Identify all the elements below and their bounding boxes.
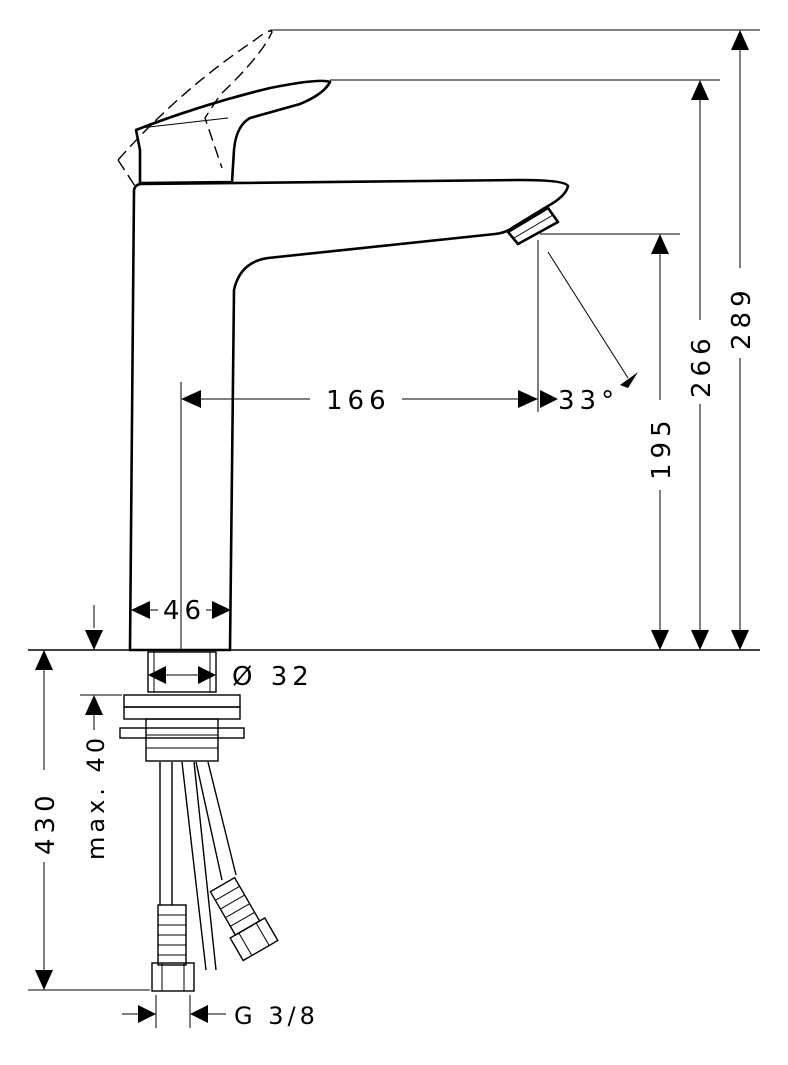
arrow-right <box>518 390 538 408</box>
arrow-down <box>731 630 749 650</box>
arrow-right <box>198 666 216 684</box>
arrow-down <box>85 630 103 650</box>
dimension-max-40: max. 40 <box>80 605 122 860</box>
shank <box>147 651 217 693</box>
hex-nut-right <box>229 917 279 962</box>
crimp-lines <box>215 885 255 927</box>
hose-right <box>195 761 237 881</box>
arrow-up <box>35 650 53 670</box>
fixing-plate <box>123 706 241 720</box>
arrow-up <box>691 80 709 100</box>
lever-edge <box>139 117 229 129</box>
crimp-body <box>209 876 261 936</box>
spray-angle-label: 33° <box>558 386 619 416</box>
hex-line <box>238 932 253 956</box>
dimension-289: 289 <box>727 30 757 650</box>
dimension-g38: G 3/8 <box>122 995 319 1030</box>
hex-line <box>255 922 270 946</box>
arrow-up <box>651 234 669 254</box>
arrow-up <box>731 30 749 50</box>
dimension-430: 430 <box>28 650 150 991</box>
arrow-down <box>35 970 53 990</box>
hose-middle <box>181 761 217 971</box>
dimension-195-label: 195 <box>647 415 677 480</box>
hex-nut-left <box>151 962 195 992</box>
dimension-195: 195 <box>647 234 677 650</box>
hose-left <box>159 762 173 905</box>
arrow-left <box>148 666 166 684</box>
crimp-fitting-right <box>209 876 279 962</box>
arrow-angle <box>540 390 558 408</box>
dimension-max-40-label: max. 40 <box>82 734 110 860</box>
arrow-down <box>691 630 709 650</box>
aerator-line <box>513 214 554 239</box>
fixing-nut <box>145 718 219 762</box>
dimension-266-label: 266 <box>687 333 717 398</box>
dimension-32: Ø 32 <box>148 662 314 692</box>
dimension-289-label: 289 <box>727 285 757 350</box>
fixing-plate <box>123 694 241 708</box>
fixing-washer <box>119 727 245 739</box>
aerator <box>506 206 560 246</box>
dimension-46-label: 46 <box>163 596 206 626</box>
arrow-right <box>212 601 231 619</box>
dimension-g38-label: G 3/8 <box>234 1002 319 1030</box>
arrow-up <box>85 695 103 715</box>
arrow-angle-tip <box>620 372 638 388</box>
spray-line <box>547 251 629 379</box>
arrow-left <box>190 1005 208 1023</box>
arrow-left <box>131 601 150 619</box>
dimension-430-label: 430 <box>31 790 61 855</box>
crimp-lines <box>158 914 186 956</box>
arrow-down <box>651 630 669 650</box>
arrow-right <box>138 1005 156 1023</box>
lever-raised-outline <box>117 30 273 187</box>
dimension-166: 166 <box>180 240 539 650</box>
dimension-32-label: Ø 32 <box>232 662 314 692</box>
mounting-assembly <box>119 651 279 992</box>
faucet-body <box>117 30 570 652</box>
dimension-46: 46 <box>131 596 231 626</box>
lever-handle <box>134 79 332 185</box>
dimension-266: 266 <box>687 80 717 650</box>
dimension-spray-angle: 33° <box>540 251 638 416</box>
arrow-left <box>181 390 201 408</box>
dimension-166-label: 166 <box>326 386 391 416</box>
